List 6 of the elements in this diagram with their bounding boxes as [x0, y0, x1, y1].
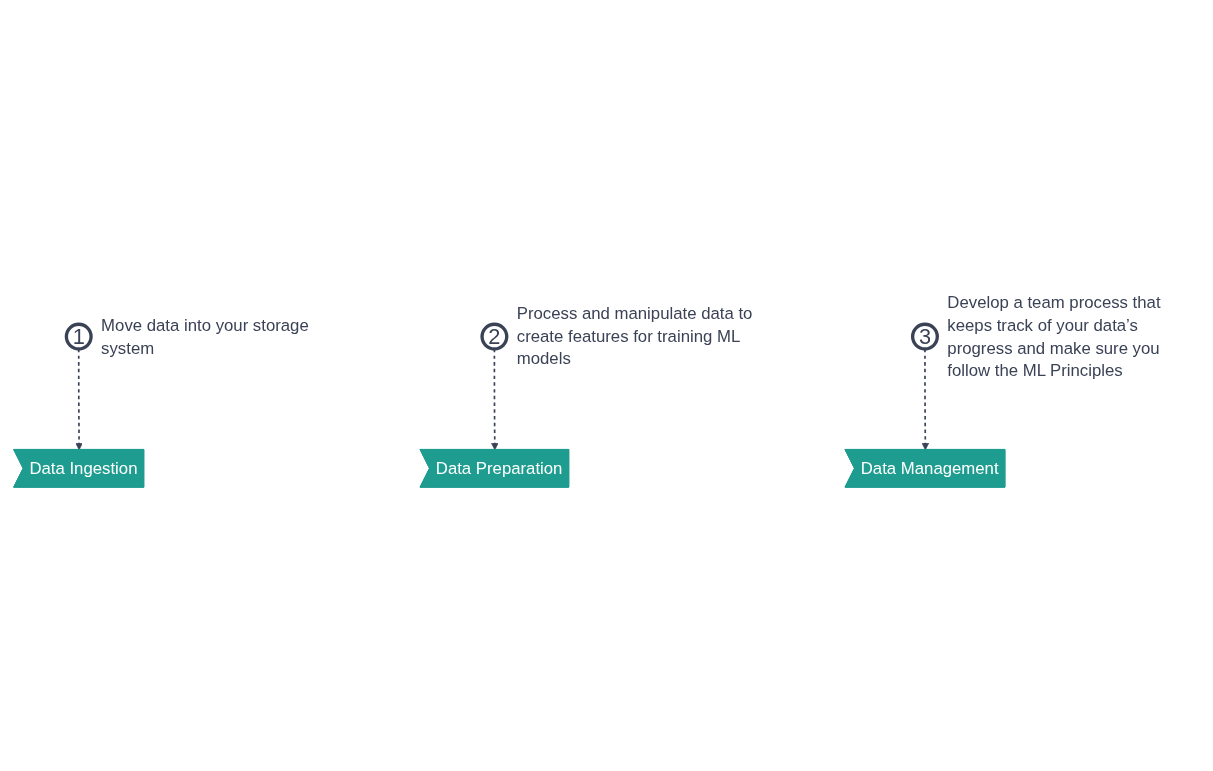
node-circle: 3 — [910, 322, 939, 351]
step-description: Move data into your storage system — [100, 314, 310, 359]
step-description: Process and manipulate data to create features for training ML models — [516, 302, 753, 370]
node-circle: 2 — [479, 322, 508, 351]
step-description: Develop a team process that keeps track of your data’s progress and make sure you follow the ML Principles — [946, 291, 1162, 381]
node-circle: 1 — [64, 322, 93, 351]
